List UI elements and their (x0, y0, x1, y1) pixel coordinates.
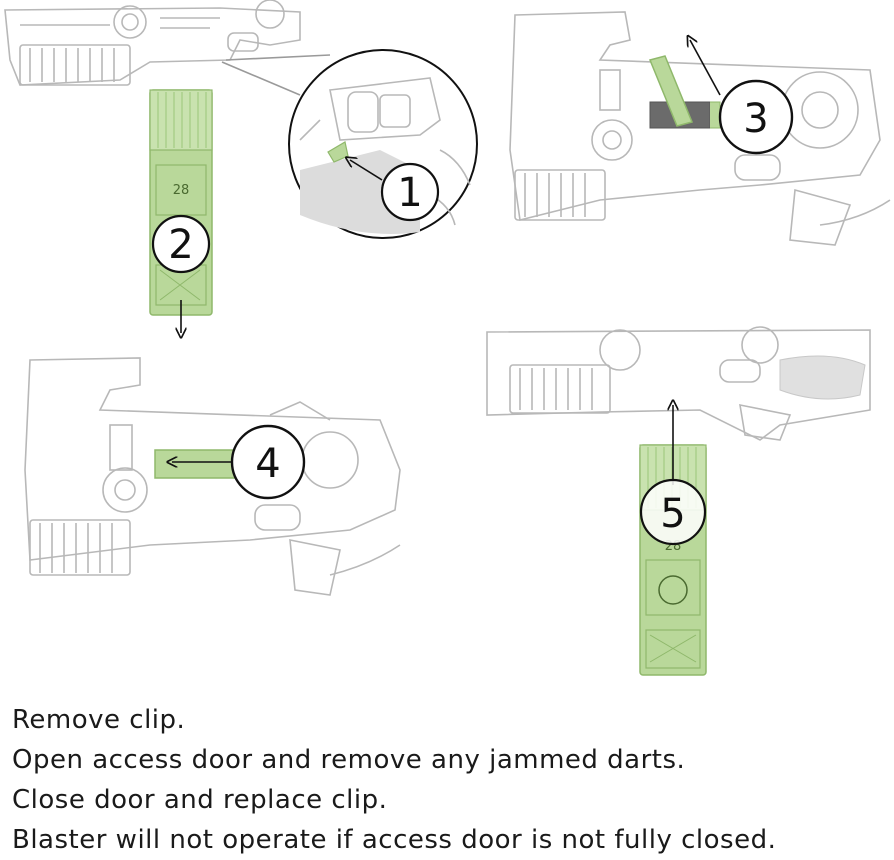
panel-1-blaster (4, 0, 331, 96)
panel-5-blaster (486, 326, 871, 441)
step-5-marker: 5 (639, 478, 707, 546)
step-1-marker: 1 (350, 160, 440, 222)
instruction-line: Close door and replace clip. (12, 785, 388, 815)
instruction-line: Blaster will not operate if access door … (12, 825, 777, 855)
step-4-label: 4 (255, 441, 280, 487)
step-2-marker: 2 (151, 214, 211, 274)
step-3-marker: 3 (690, 40, 794, 155)
instruction-line: Open access door and remove any jammed d… (12, 745, 686, 775)
panel-3-blaster (509, 11, 891, 246)
step-1-label: 1 (397, 170, 422, 216)
clip-removed: 28 (149, 89, 213, 333)
clip-count-label: 28 (173, 183, 190, 198)
panel-4-blaster (24, 357, 401, 596)
instructions-list: Remove clip. Open access door and remove… (12, 700, 888, 860)
jam-clearing-diagram: 1 28 2 (4, 0, 891, 676)
step-3-label: 3 (743, 96, 768, 142)
step-5-label: 5 (660, 491, 685, 537)
magnifier-callout (288, 49, 478, 239)
step-2-label: 2 (168, 222, 193, 268)
instruction-line: Remove clip. (12, 705, 186, 735)
step-4-marker: 4 (172, 424, 306, 500)
